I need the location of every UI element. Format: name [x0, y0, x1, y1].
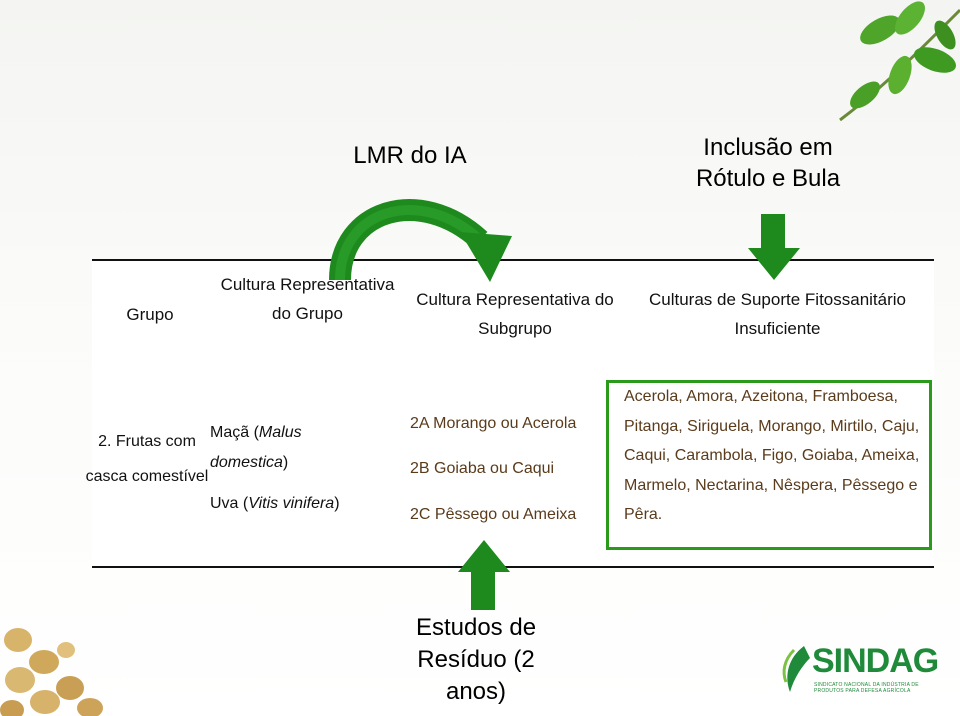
table-background — [92, 260, 934, 566]
soybeans-decoration — [0, 628, 103, 716]
cell-suporte: Acerola, Amora, Azeitona, Framboesa, Pit… — [624, 388, 920, 523]
cell-subgrupo-2b: 2B Goiaba ou Caqui — [410, 460, 555, 477]
suporte-highlight-box — [606, 380, 932, 550]
cell-subgrupo-2a: 2A Morango ou Acerola — [410, 415, 577, 432]
up-arrow-icon — [458, 540, 510, 610]
cell-cultura-maca: Maçã (Malus domestica) — [210, 424, 302, 471]
header-grupo: Grupo — [126, 305, 174, 324]
lmr-title: LMR do IA — [353, 142, 467, 169]
sindag-tagline: SINDICATO NACIONAL DA INDÚSTRIA DE PRODU… — [814, 682, 919, 694]
estudos-title: Estudos de Resíduo (2 anos) — [415, 614, 537, 705]
cell-grupo: 2. Frutas com casca comestível — [85, 433, 209, 485]
sindag-leaf-icon — [782, 646, 810, 692]
table-bottom-rule — [92, 566, 934, 568]
curved-arrow-icon — [329, 199, 512, 282]
header-cultura-subgrupo: Cultura Representativa do Subgrupo — [416, 290, 614, 338]
leaves-decoration — [839, 1, 960, 122]
down-arrow-icon — [748, 214, 800, 280]
cell-subgrupo-2c: 2C Pêssego ou Ameixa — [410, 506, 577, 523]
header-suporte: Culturas de Suporte Fitossanitário Insuf… — [648, 290, 907, 338]
cell-cultura-uva: Uva (Vitis vinifera) — [210, 495, 340, 512]
table-top-rule — [92, 259, 934, 261]
inclusao-title: Inclusão em Rótulo e Bula — [695, 134, 841, 192]
sindag-logo: SINDAG SINDICATO NACIONAL DA INDÚSTRIA D… — [780, 640, 940, 700]
sindag-wordmark: SINDAG — [812, 642, 939, 680]
